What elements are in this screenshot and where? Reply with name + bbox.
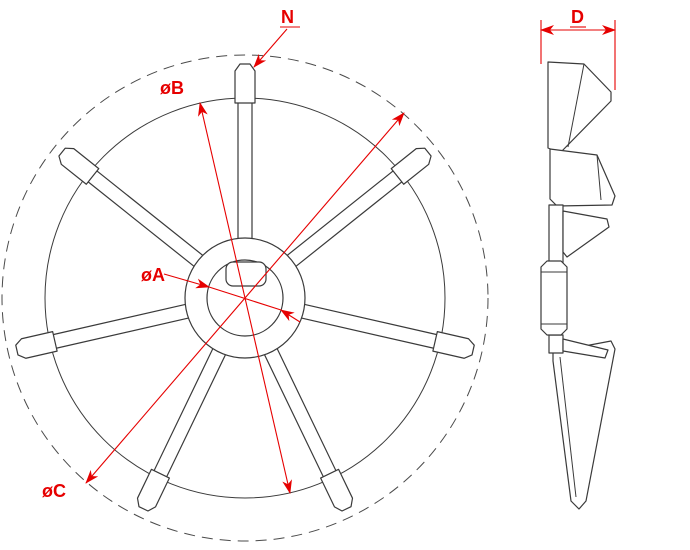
- dim-n-callout: N: [253, 7, 300, 68]
- side-blade-bottom-edge: [559, 356, 577, 498]
- side-strip-upper: [548, 204, 564, 264]
- blade: [15, 302, 195, 359]
- side-strip-lower: [548, 334, 564, 354]
- keyway-slot: [225, 261, 267, 287]
- blade: [234, 63, 256, 245]
- dim-label-c: øC: [42, 481, 66, 501]
- blade: [58, 147, 208, 271]
- side-hub-band: [540, 260, 568, 336]
- dim-line-a: [208, 286, 282, 311]
- dim-label-b: øB: [160, 78, 184, 98]
- side-view: [540, 61, 616, 510]
- dim-leader-a-right: [280, 309, 301, 323]
- dim-leader-n: [253, 28, 288, 68]
- dim-label-a: øA: [141, 265, 165, 285]
- blade: [295, 302, 475, 359]
- dim-leader-a-left: [163, 273, 210, 289]
- side-blade-upper: [549, 148, 616, 207]
- dim-label-d: D: [571, 7, 584, 27]
- dim-label-n: N: [281, 7, 294, 27]
- side-wedge-upper: [562, 210, 610, 258]
- dim-diameter-a: øA: [141, 265, 301, 323]
- side-blade-upper-edge: [596, 154, 602, 201]
- blade: [282, 147, 432, 271]
- tip-circle-dashed: [1, 54, 489, 542]
- side-wedge-lower: [562, 338, 609, 359]
- side-blade-top: [547, 61, 612, 154]
- side-blade-top-edge: [567, 63, 585, 148]
- side-blade-bottom: [552, 340, 616, 510]
- dim-width-d: D: [540, 7, 616, 90]
